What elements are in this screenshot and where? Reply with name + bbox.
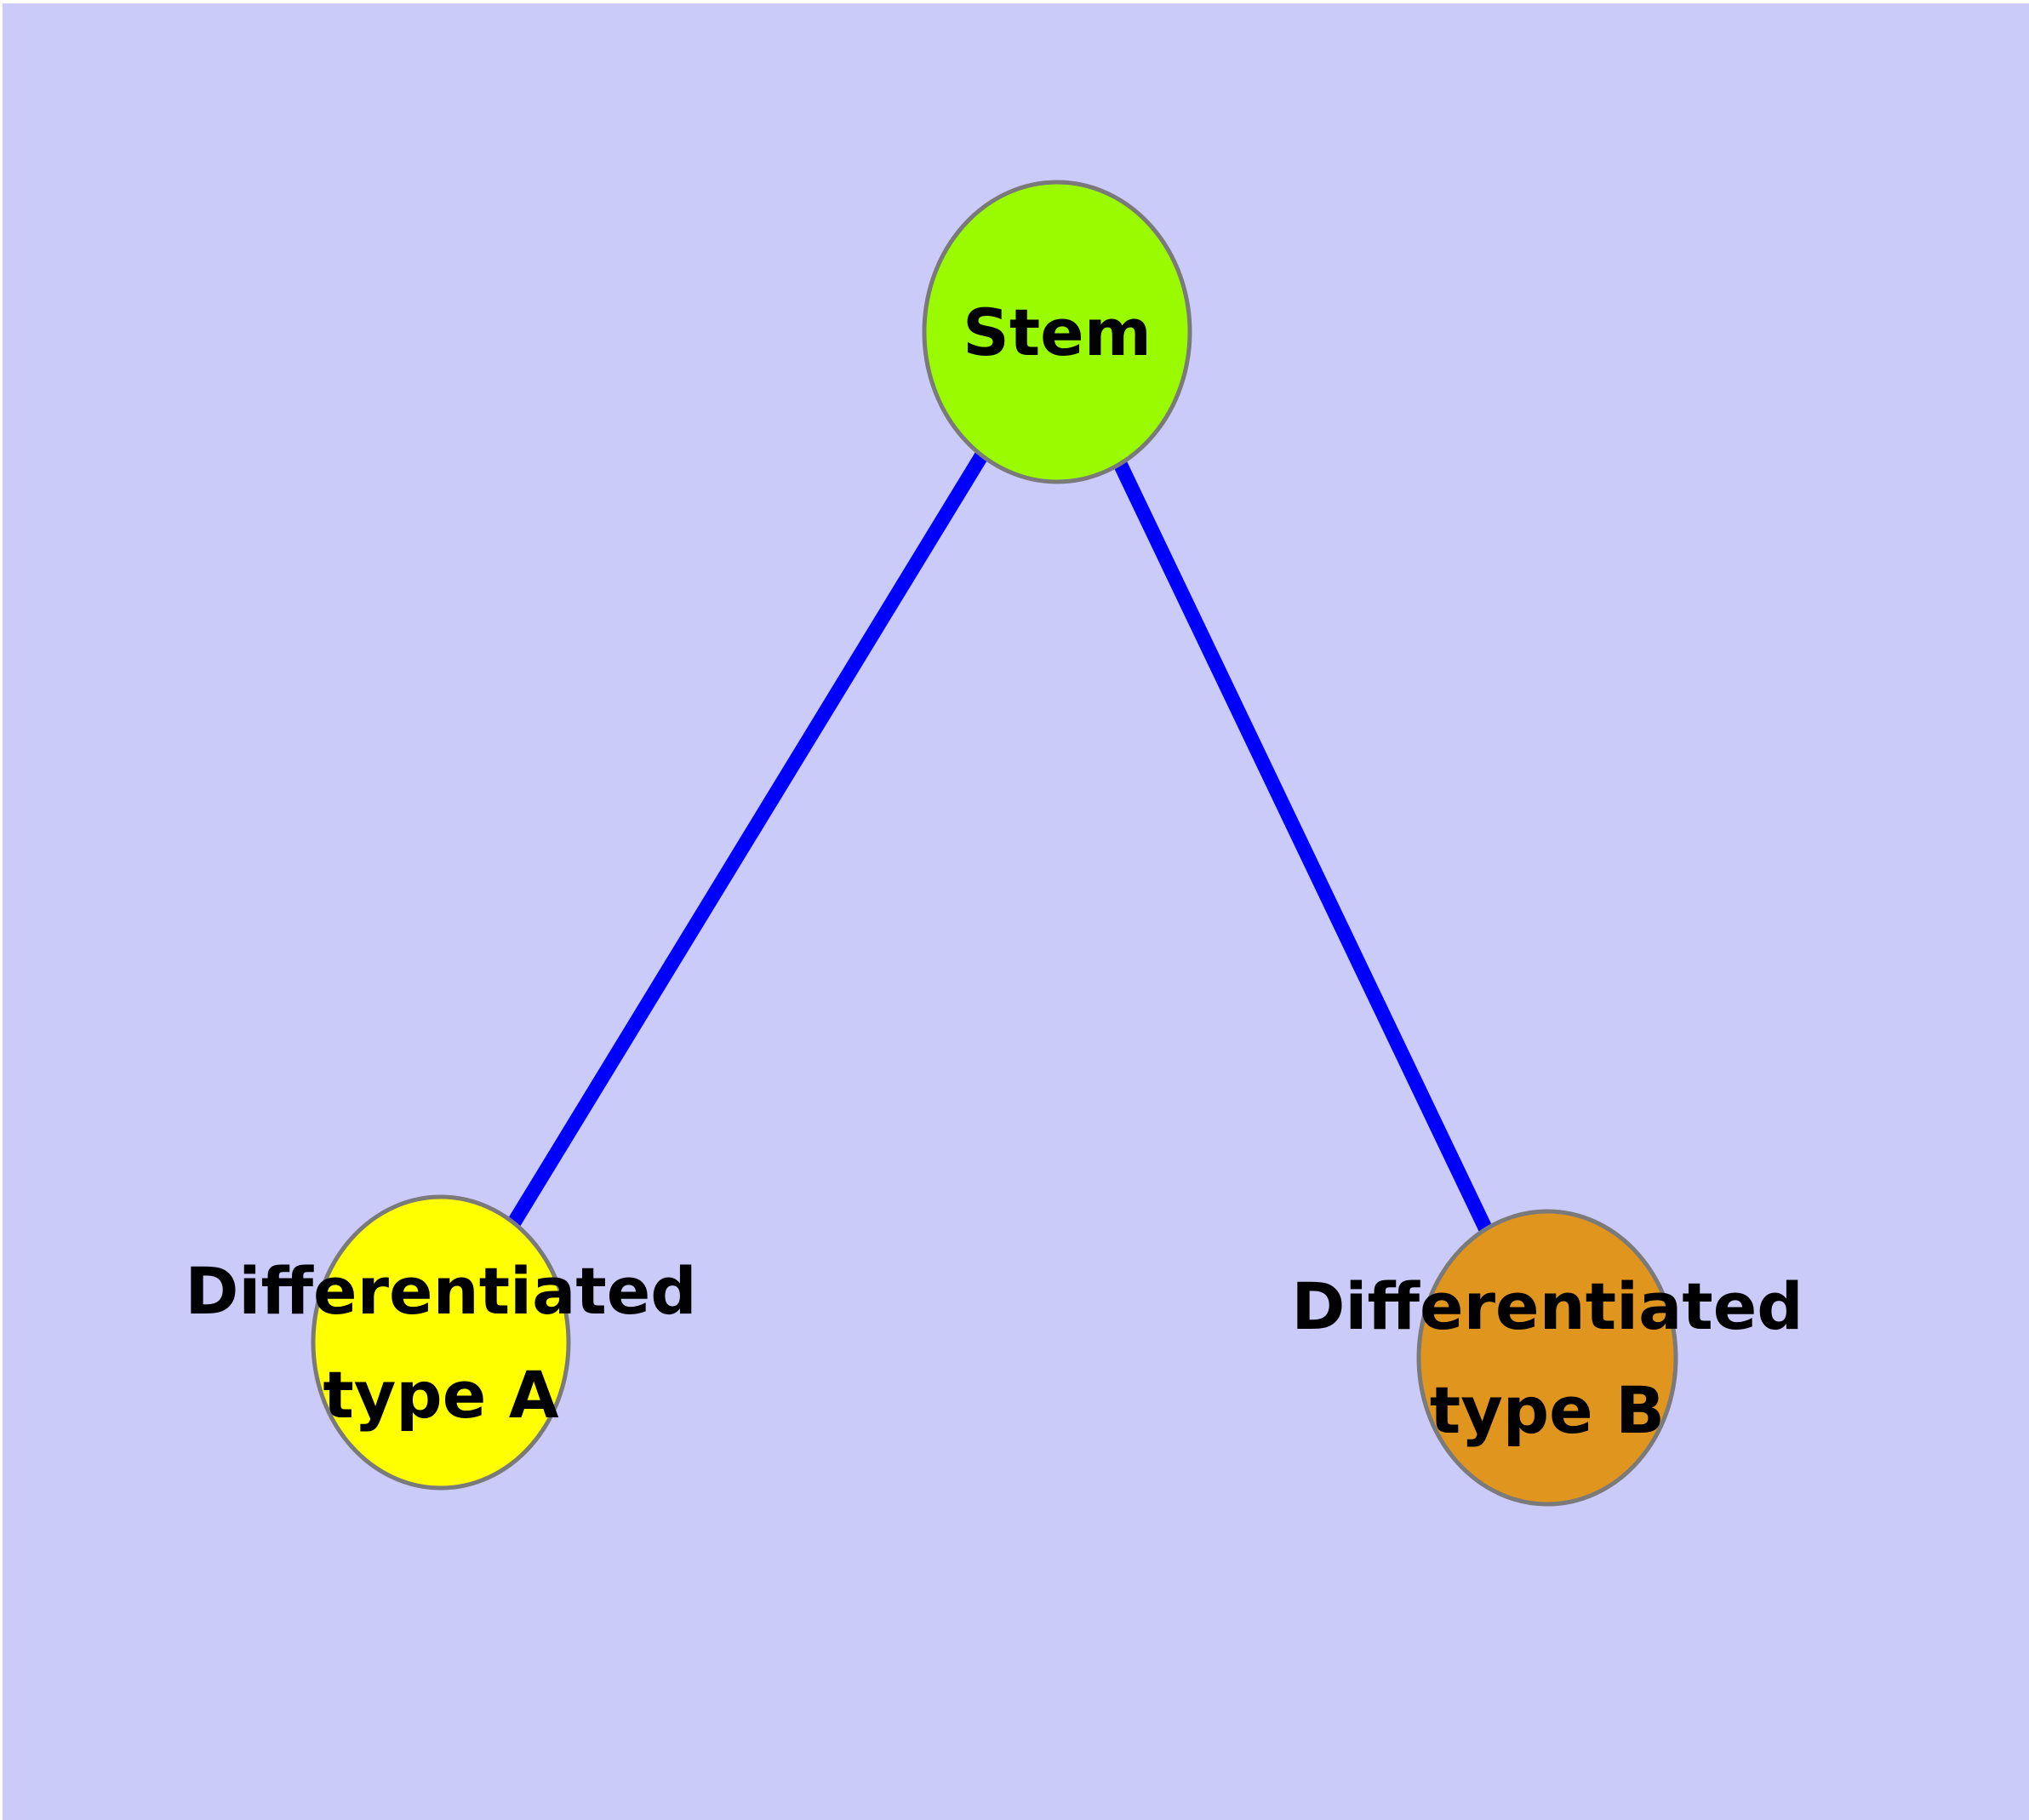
node-label-stem: Stem bbox=[963, 295, 1152, 370]
node-diff-a bbox=[311, 1194, 571, 1491]
node-stem bbox=[922, 180, 1192, 484]
edge-stem-diff-b bbox=[1050, 329, 1554, 1361]
node-diff-b bbox=[1416, 1209, 1678, 1507]
edge-stem-diff-a bbox=[434, 328, 1064, 1347]
